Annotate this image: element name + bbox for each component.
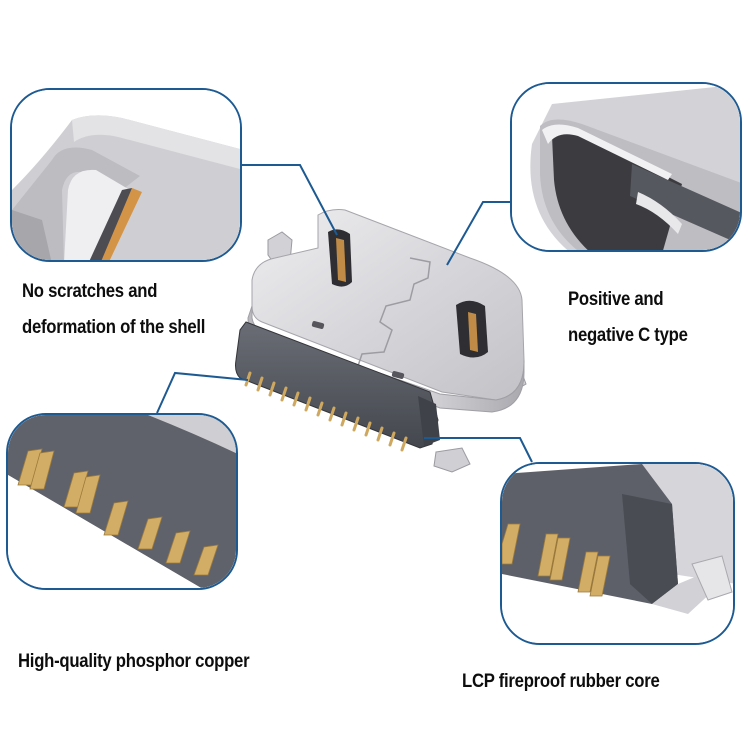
caption-core-line-1: LCP fireproof rubber core: [462, 671, 660, 692]
caption-reversible-line-1: Positive and: [568, 289, 664, 310]
caption-core: LCP fireproof rubber core: [462, 664, 660, 700]
callout-shell-closeup: [10, 88, 242, 262]
leader-line-reversible: [446, 201, 510, 266]
caption-shell-line-2: deformation of the shell: [22, 317, 206, 338]
callout-reversible-closeup: [510, 82, 742, 252]
caption-reversible: Positive and negative C type: [568, 282, 688, 354]
callout-pins-closeup: [6, 413, 238, 590]
reversible-closeup-image: [512, 84, 740, 250]
shell-closeup-image: [12, 90, 240, 260]
core-closeup-image: [502, 464, 733, 643]
caption-pins: High-quality phosphor copper: [18, 644, 250, 680]
caption-shell-line-1: No scratches and: [22, 281, 158, 302]
pins-closeup-image: [8, 415, 236, 588]
leader-line-shell: [242, 164, 338, 236]
caption-shell: No scratches and deformation of the shel…: [22, 274, 205, 346]
leader-line-pins: [156, 371, 249, 414]
caption-pins-line-1: High-quality phosphor copper: [18, 651, 250, 672]
caption-reversible-line-2: negative C type: [568, 325, 688, 346]
callout-core-closeup: [500, 462, 735, 645]
leader-line-core: [424, 437, 533, 463]
